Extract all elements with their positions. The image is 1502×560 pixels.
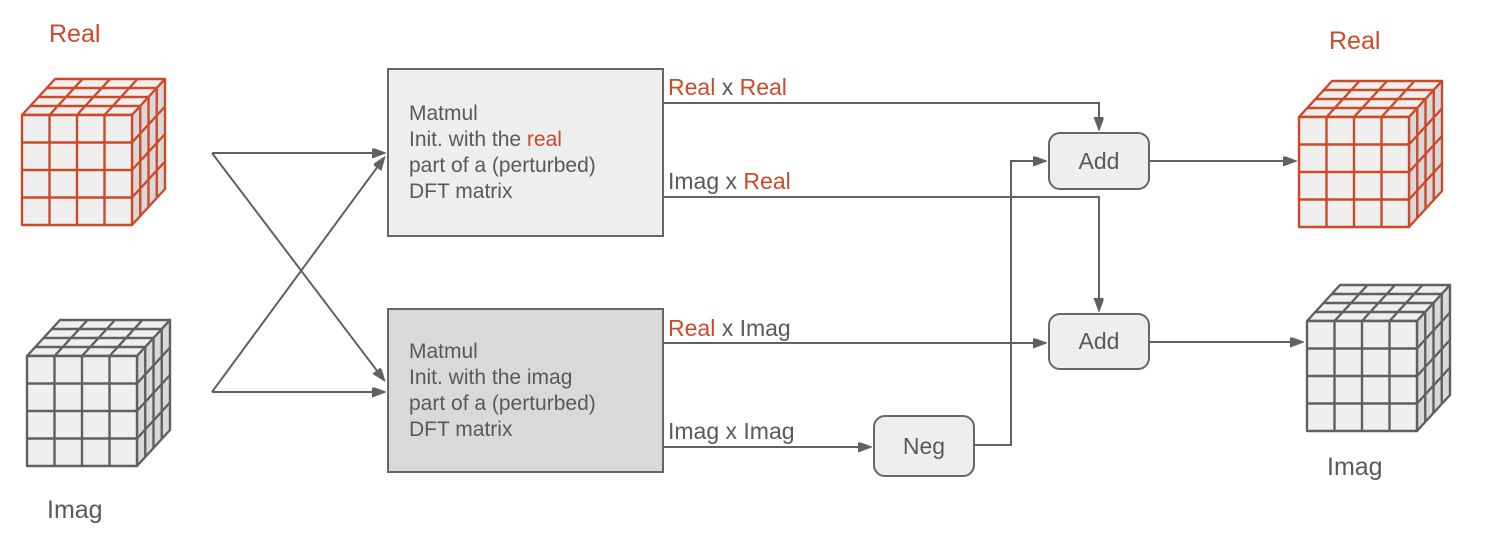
output-real-label: Real: [1329, 27, 1381, 55]
edge-label-real-x-imag: Real x Imag: [668, 315, 791, 341]
neg-block: Neg: [873, 415, 975, 477]
wire-real-to-matmul-imag: [211, 152, 384, 380]
input-real-label: Real: [49, 20, 101, 48]
add-bottom-label: Add: [1078, 328, 1120, 354]
edge-label-imag-x-imag: Imag x Imag: [668, 418, 795, 444]
edge-label-real-x-real: Real x Real: [668, 74, 787, 100]
output-imag-cube-icon: [1305, 283, 1452, 433]
wire-imag-to-matmul-real: [211, 158, 384, 393]
edge-label-imag-x-real: Imag x Real: [668, 168, 791, 194]
add-top-label: Add: [1078, 147, 1120, 174]
wire-imag-x-real-to-add-bottom: [664, 196, 1099, 310]
wire-neg-to-add-top: [975, 161, 1045, 446]
input-imag-label: Imag: [47, 496, 103, 524]
wire-real-x-real-to-add-top: [664, 102, 1099, 129]
input-real-cube-icon: [20, 77, 167, 227]
add-top-block: Add: [1048, 132, 1150, 190]
output-real-cube-icon: [1297, 79, 1444, 229]
add-bottom-block: Add: [1048, 313, 1150, 370]
input-imag-cube-icon: [25, 318, 172, 468]
neg-label: Neg: [902, 432, 946, 459]
output-imag-label: Imag: [1327, 453, 1383, 481]
